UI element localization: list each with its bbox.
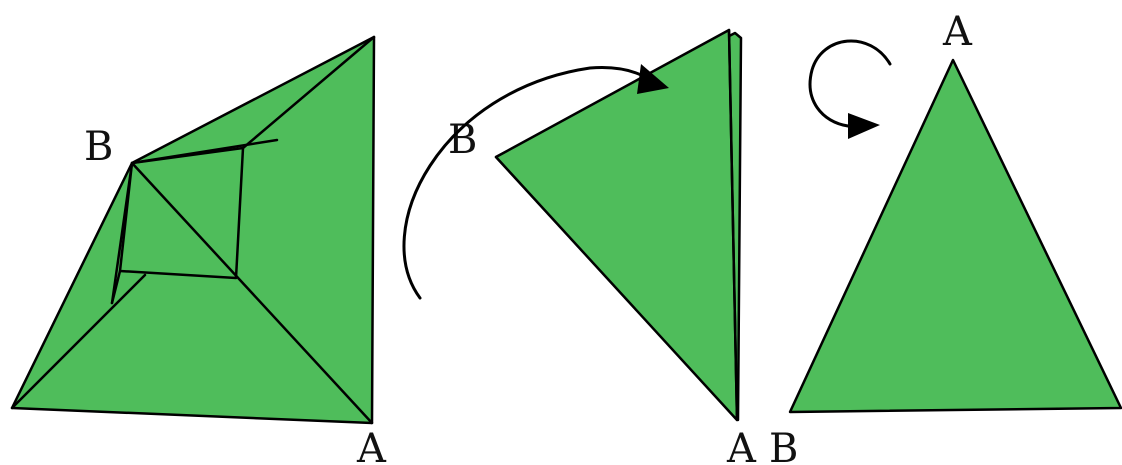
step-2-triangle bbox=[494, 28, 739, 422]
step-1-bottom-left-fold bbox=[10, 273, 147, 410]
step-3-triangle bbox=[788, 58, 1122, 414]
turn-over-arrow-curve bbox=[808, 39, 892, 128]
step-3-model: A B bbox=[769, 9, 1122, 465]
step-1-label-b: B bbox=[84, 124, 113, 170]
step-1-edge-top-inner bbox=[130, 138, 279, 165]
step-3-label-a: A bbox=[942, 9, 973, 55]
step-3-label-b: B bbox=[769, 426, 798, 465]
step-1-inner-square bbox=[118, 146, 245, 280]
fold-arrow-curve bbox=[402, 66, 652, 300]
step-1-model: B A bbox=[10, 35, 387, 465]
step-2-label-b: B bbox=[448, 117, 477, 163]
step-2-label-a: A bbox=[726, 426, 757, 465]
curved-arrow-icon bbox=[637, 64, 669, 94]
step-1-label-a: A bbox=[356, 426, 387, 465]
turn-over-arrow-icon bbox=[848, 113, 880, 139]
step-2-layer-edge bbox=[727, 28, 739, 422]
step-2-model: B A bbox=[402, 28, 757, 465]
step-1-diagonal-b-a bbox=[130, 161, 374, 425]
step-1-left-inner-edge bbox=[110, 161, 134, 305]
step-1-edge-diagonal-upper bbox=[241, 35, 376, 150]
